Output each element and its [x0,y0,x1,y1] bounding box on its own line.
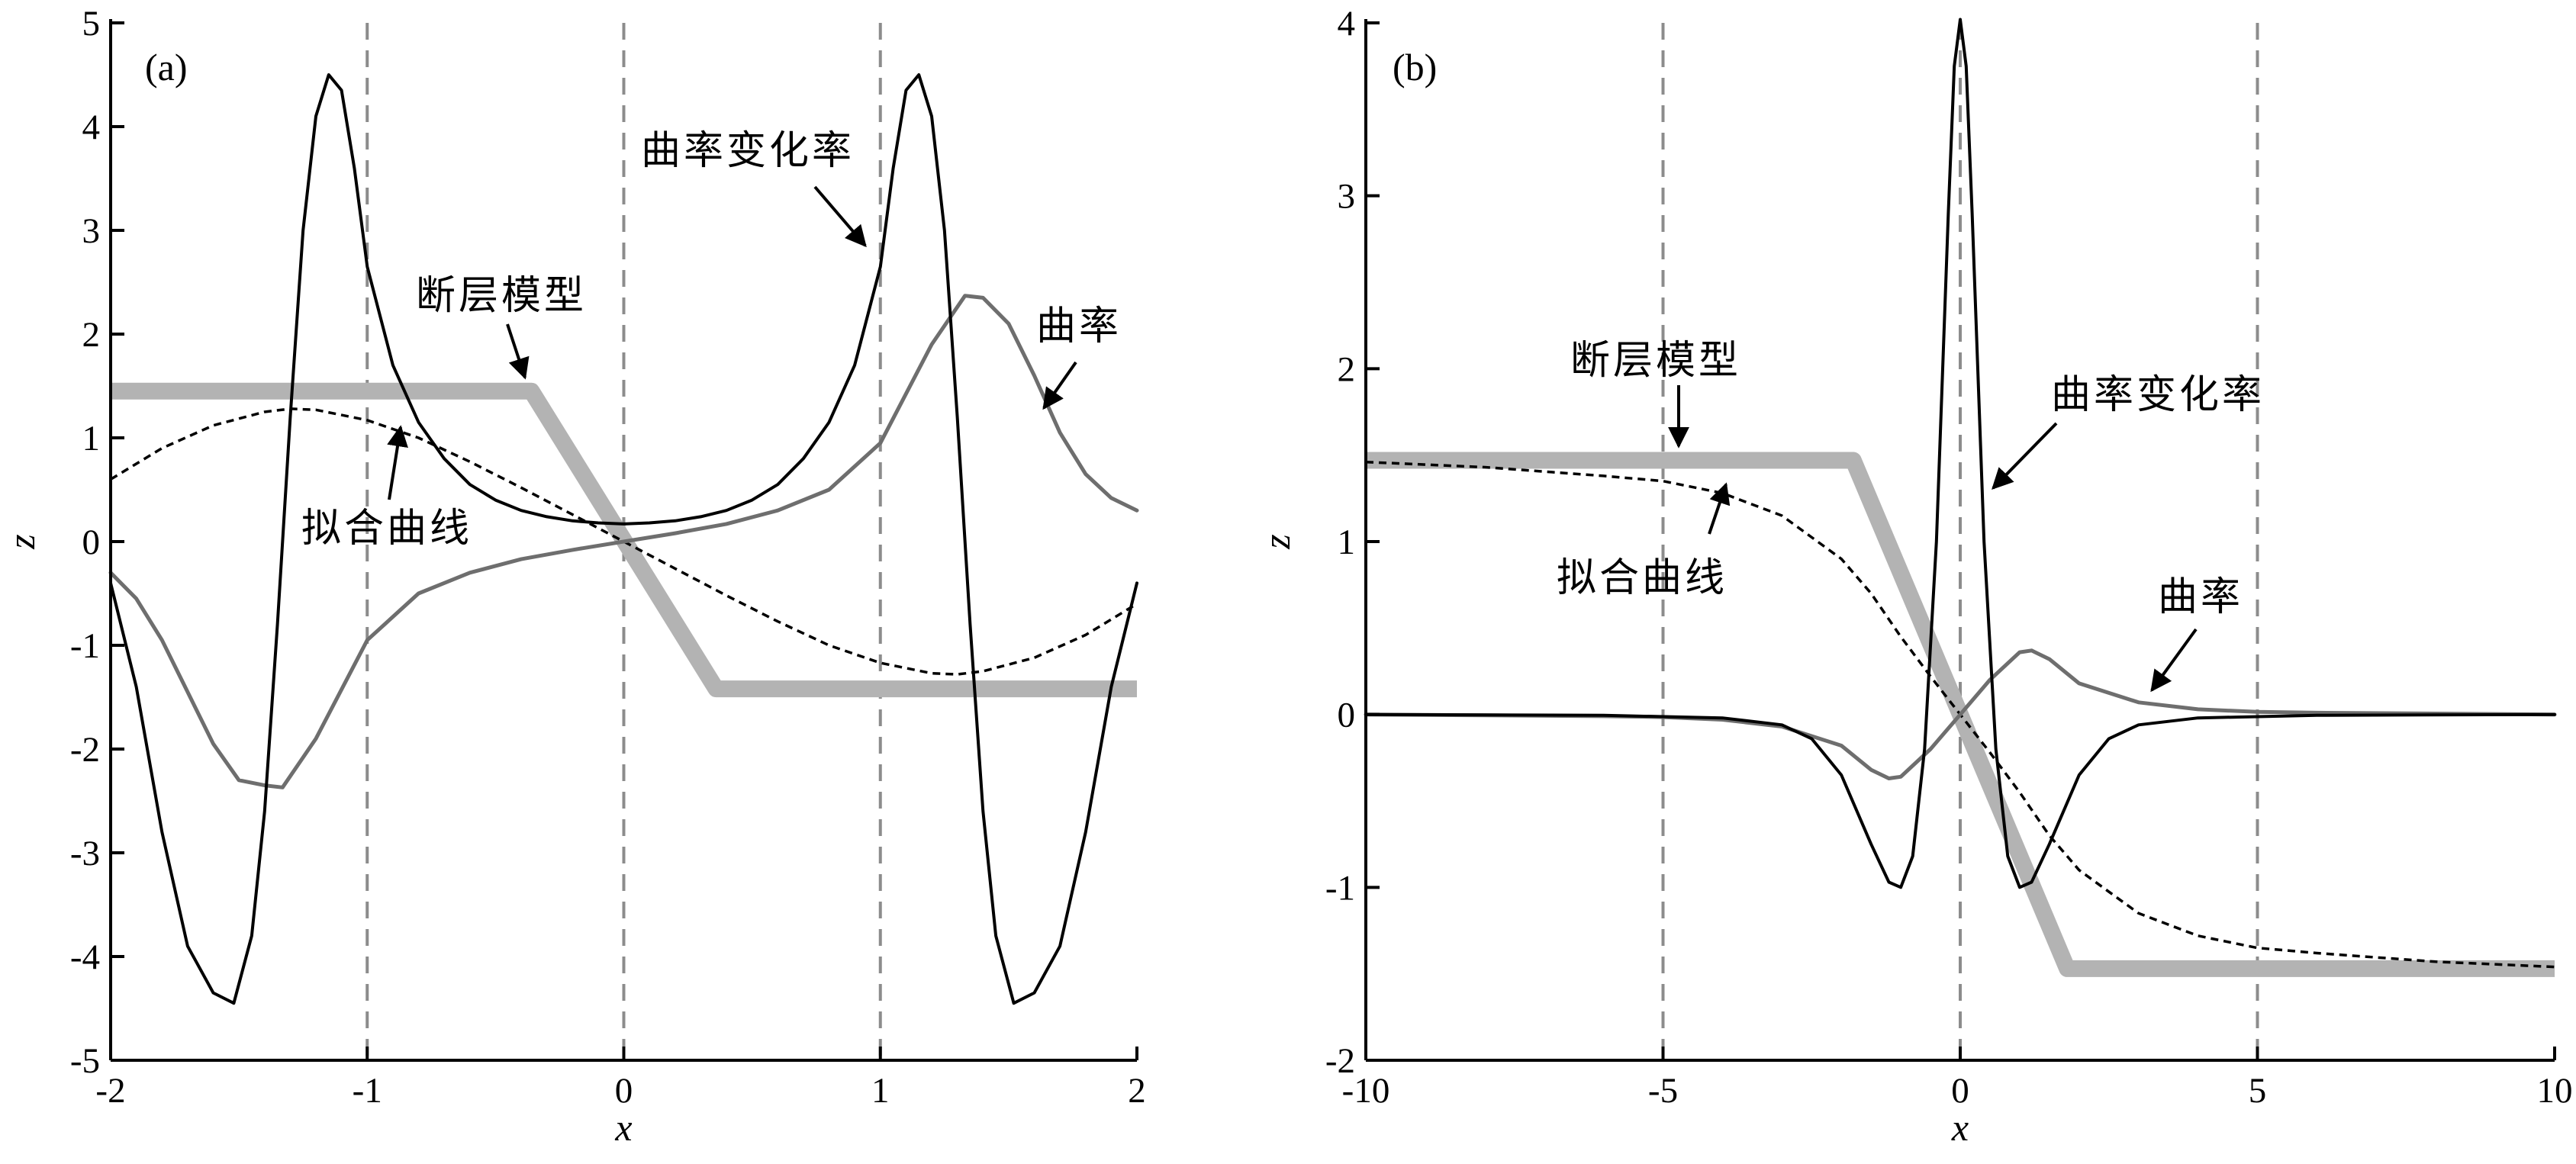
annotation-arrow [387,425,408,500]
annotation-arrow [2150,628,2198,693]
x-tick-label: -2 [95,1071,125,1111]
y-tick-label: 1 [1338,523,1356,562]
annotation-curvature: 曲率 [1036,304,1122,349]
annotation-arrow [1992,422,2058,490]
annotation-fit: 拟合曲线 [1557,555,1728,601]
y-tick-label: 0 [1338,696,1356,735]
series-fit [110,407,1138,676]
annotation-curvature: 曲率 [2158,574,2243,620]
y-tick-label: 2 [1338,349,1356,389]
y-tick-label: -1 [70,626,100,666]
annotation-arrow [1708,482,1731,535]
y-tick-label: 4 [82,108,101,147]
y-tick-label: -3 [70,834,100,873]
annotation-fit: 拟合曲线 [301,506,472,551]
x-tick-label: -1 [353,1071,382,1111]
panel-label: (a) [145,46,188,88]
x-axis-title: x [614,1106,632,1149]
y-axis-title: z [0,534,43,549]
annotation-fault: 断层模型 [1570,338,1741,384]
x-tick-label: 2 [1128,1071,1146,1111]
y-axis-title: z [1255,534,1298,549]
annotation-curvature-change: 曲率变化率 [2051,372,2265,418]
annotation-arrow [1042,361,1077,410]
panel-a: -2 -1 0 1 2 5 4 3 2 1 0 -1 -2 -3 -4 -5 x z (a) 曲率变化率断层模型曲率拟… [0,4,1146,1149]
x-tick-label: 5 [2249,1071,2267,1111]
y-tick-label: 2 [82,315,101,355]
y-tick-label: -1 [1325,868,1355,908]
x-tick-label: 10 [2537,1071,2573,1111]
x-tick-label: -5 [1648,1071,1678,1111]
y-tick-label: 3 [82,211,101,251]
y-tick-label: -2 [70,730,100,770]
x-axis-title: x [1951,1106,1969,1149]
series-curvature [108,294,1139,789]
annotation-fault: 断层模型 [416,273,587,319]
series-curvature-change [109,73,1138,1005]
y-tick-label: 5 [82,4,101,43]
y-tick-label: -5 [70,1041,100,1081]
y-tick-label: 3 [1338,177,1356,217]
annotation-curvature-change: 曲率变化率 [641,128,855,174]
x-tick-label: 1 [871,1071,890,1111]
y-tick-label: -2 [1325,1041,1355,1081]
annotation-arrow [813,185,867,248]
y-tick-label: 1 [82,419,101,458]
panel-label: (b) [1393,46,1437,88]
x-tick-label: -10 [1342,1071,1390,1111]
annotation-arrow [506,323,530,380]
y-tick-label: 4 [1338,4,1356,43]
y-tick-label: 0 [82,523,101,562]
x-tick-label: 0 [615,1071,633,1111]
y-tick-label: -4 [70,937,100,977]
series-curvature-change [1364,18,2556,889]
x-tick-label: 0 [1951,1071,1969,1111]
